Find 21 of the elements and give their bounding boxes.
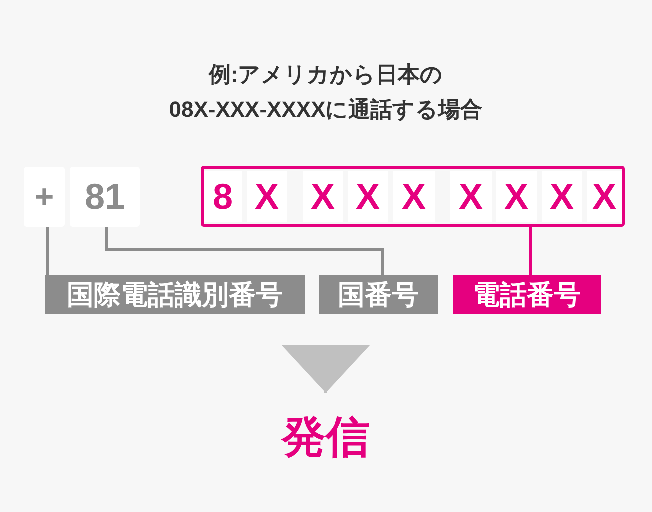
digit-tile: X <box>450 171 492 222</box>
leader-line <box>106 227 384 275</box>
label-tag: 電話番号 <box>453 275 601 314</box>
country-code-tile: 81 <box>70 167 140 227</box>
title: 例:アメリカから日本の 08X-XXX-XXXXに通話する場合 <box>168 61 484 124</box>
digit-tile: X <box>496 171 537 222</box>
plus-tile: + <box>24 167 65 227</box>
digit-tile: X <box>348 171 388 222</box>
label-tag: 国際電話識別番号 <box>45 275 305 314</box>
digit-tile: X <box>247 171 287 222</box>
digit-tile: X <box>542 171 582 222</box>
digit-tile: X <box>393 171 435 222</box>
digit-tile: 8 <box>204 171 242 222</box>
digit-tile: X <box>303 171 343 222</box>
result-text: 発信 <box>201 393 451 463</box>
phone-number-frame <box>201 166 625 227</box>
label-tag: 国番号 <box>319 275 438 314</box>
leader-line <box>530 227 532 275</box>
arrow <box>282 345 370 393</box>
digit-tile: X <box>587 171 622 222</box>
leader-line <box>46 227 50 275</box>
